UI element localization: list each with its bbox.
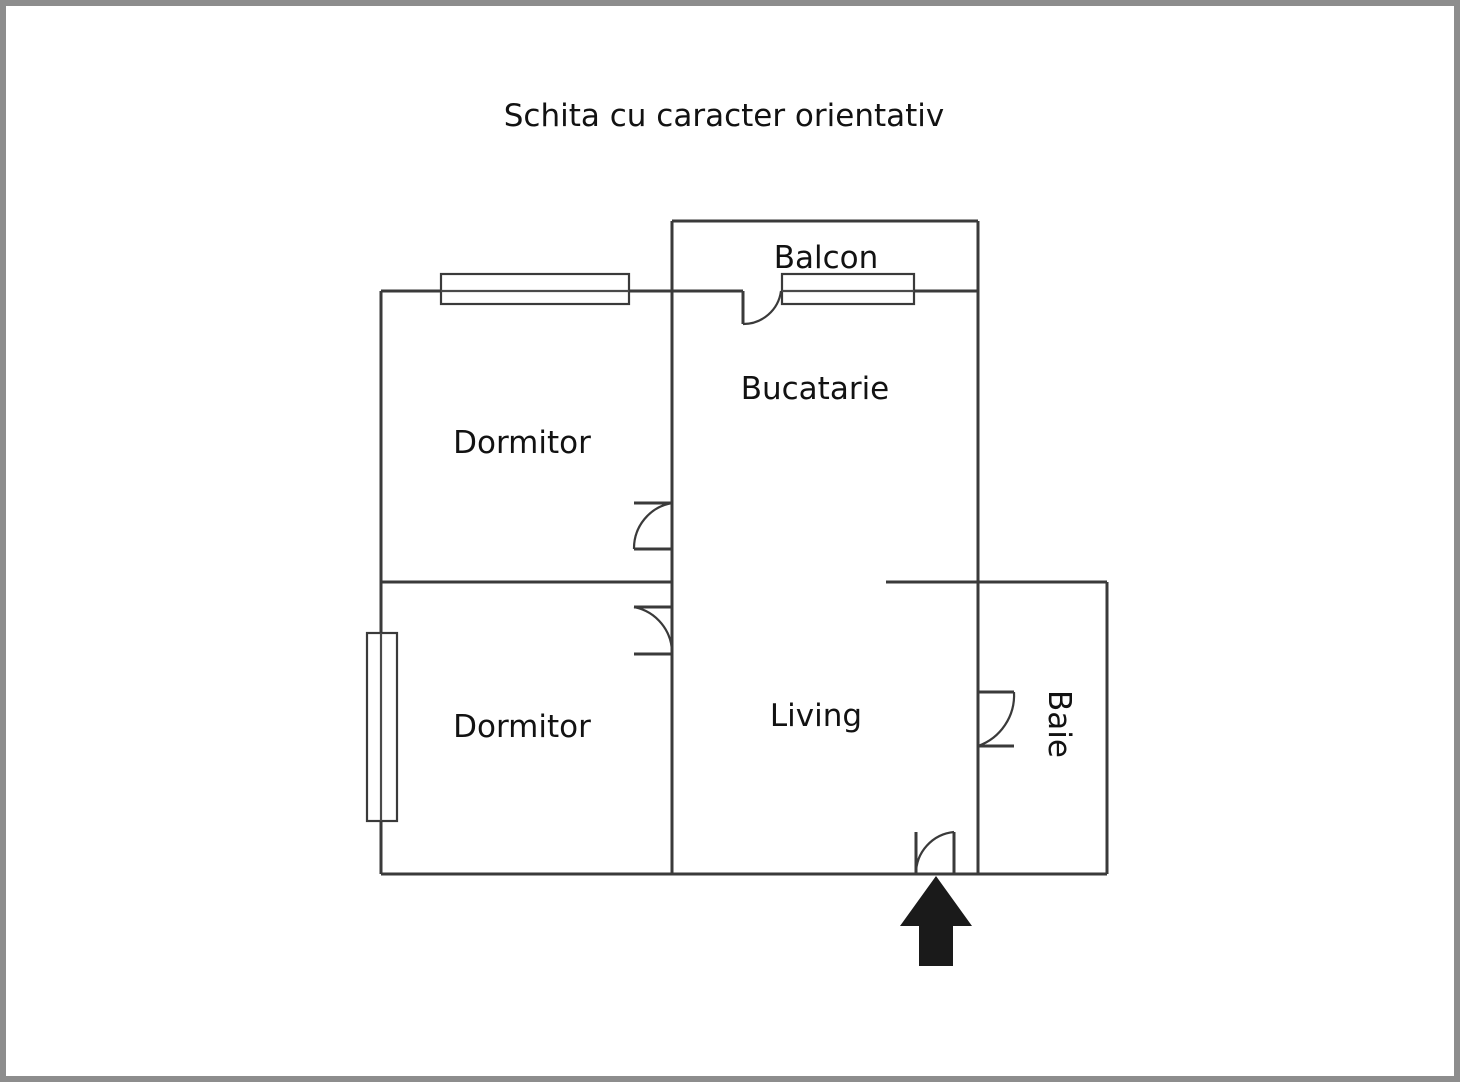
room-label-dormitor-1: Dormitor [453,425,591,461]
door-bedroom-1 [632,501,673,551]
door-entrance-arc [914,830,955,875]
door-bathroom-arc [977,691,1016,748]
room-label-baie: Baie [1041,690,1077,758]
door-bathroom [977,690,1016,748]
door-bedroom-1-arc [632,501,673,550]
floor-plan-drawing: Schita cu caracter orientativ [365,98,1109,966]
bathroom-walls [886,580,1109,876]
window-bedroom-top [439,272,631,306]
room-label-living: Living [770,698,862,734]
door-bedroom-2 [633,605,674,656]
page-title: Schita cu caracter orientativ [504,98,945,134]
door-entrance [914,830,956,875]
room-label-dormitor-2: Dormitor [453,709,591,745]
entry-arrow [900,876,972,966]
door-bedroom-2-arc [633,605,674,655]
room-label-balcon: Balcon [774,240,879,276]
window-bedroom-left [365,631,399,823]
room-label-bucatarie: Bucatarie [741,371,890,407]
door-balcony-kitchen-arc [742,290,783,326]
balcony-walls [670,219,980,874]
window-balcony [780,272,916,306]
